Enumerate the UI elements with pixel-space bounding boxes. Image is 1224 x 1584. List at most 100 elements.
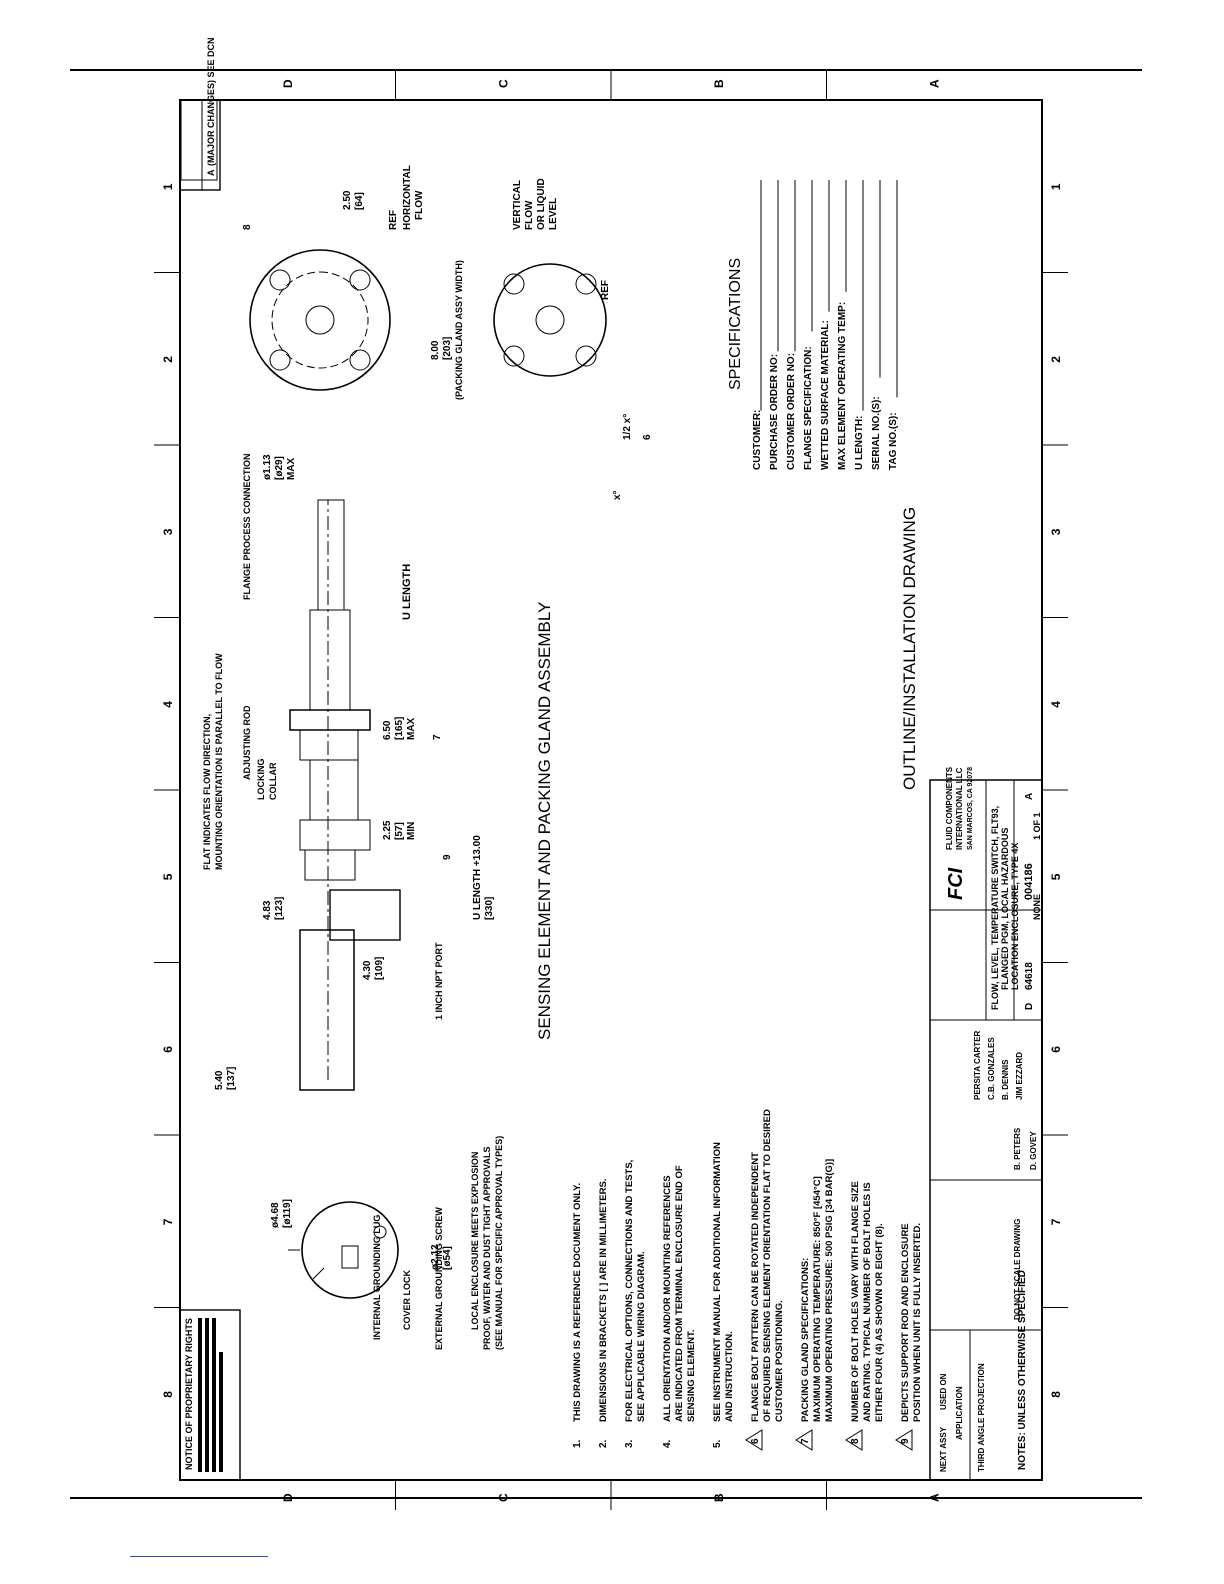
approver-4: JIM EZZARD — [1015, 1052, 1024, 1100]
zone-col-label-bottom: 4 — [1049, 701, 1063, 708]
note-line: DEPICTS SUPPORT ROD AND ENCLOSURE — [900, 1223, 911, 1422]
note-line: PACKING GLAND SPECIFICATIONS: — [800, 1258, 811, 1422]
title-line-1: FLOW, LEVEL, TEMPERATURE SWITCH, FLT93, — [990, 806, 1000, 1010]
note-mark: 4. — [662, 1439, 673, 1448]
zone-col-label-top: 3 — [161, 528, 175, 535]
note-line: EITHER FOUR (4) AS SHOWN OR EIGHT (8). — [874, 1223, 885, 1422]
bottom-rule — [70, 1497, 1142, 1499]
note-line: POSITION WHEN UNIT IS FULLY INSERTED. — [912, 1223, 923, 1422]
dim-483: 4.83 — [262, 900, 273, 920]
flange-ref-vertical: REF — [600, 280, 611, 300]
zone-row-label-right: C — [496, 79, 510, 88]
flange-height: 2.50 — [342, 190, 353, 210]
note-line: ARE INDICATED FROM TERMINAL ENCLOSURE EN… — [674, 1165, 685, 1422]
zone-col-label-top: 8 — [161, 1391, 175, 1398]
dim-650-qualifier: MAX — [406, 717, 417, 740]
note-mark: 6 — [750, 1438, 761, 1444]
zone-col-label-bottom: 3 — [1049, 528, 1063, 535]
angle-half: 1/2 x° — [622, 414, 633, 440]
revision-letter: A — [206, 169, 216, 176]
dwg-revision: A — [1024, 793, 1035, 800]
zone-col-label-bottom: 7 — [1049, 1218, 1063, 1225]
dim-u-plus-mm: [330] — [484, 897, 495, 920]
enclosure-note-3: (SEE MANUAL FOR SPECIFIC APPROVAL TYPES) — [494, 1136, 504, 1350]
application-label: APPLICATION — [955, 1386, 964, 1440]
do-not-scale: DO NOT SCALE DRAWING — [1013, 1219, 1022, 1320]
title-line-3: LOCATION ENCLOSURE, TYPE 4X — [1010, 843, 1020, 990]
flange-ref-horizontal: REF — [388, 210, 399, 230]
flange-height-mm: [64] — [354, 192, 365, 210]
note-flag-triangle — [745, 1429, 763, 1451]
dim-430-mm: [109] — [374, 957, 385, 980]
note-line: THIS DRAWING IS A REFERENCE DOCUMENT ONL… — [572, 1183, 583, 1422]
note-mark: 7 — [800, 1438, 811, 1444]
zone-col-label-bottom: 2 — [1049, 356, 1063, 363]
note-line: SENSING ELEMENT. — [686, 1330, 697, 1422]
note-mark: 1. — [572, 1439, 583, 1448]
assembly-title: SENSING ELEMENT AND PACKING GLAND ASSEMB… — [535, 602, 554, 1040]
enclosure-dia: ø4.68 — [270, 1202, 281, 1228]
zone-col-label-top: 2 — [161, 356, 175, 363]
flange-width-mm: [203] — [442, 337, 453, 360]
flag-6: 6 — [642, 434, 653, 440]
zone-col-label-top: 6 — [161, 1046, 175, 1053]
flow-vertical-3: OR LIQUID — [536, 178, 547, 230]
approver-3: B. DENNIS — [1001, 1059, 1010, 1100]
projection-label: THIRD ANGLE PROJECTION — [977, 1363, 986, 1472]
note-flag-triangle — [845, 1429, 863, 1451]
zone-row-label-left: C — [496, 1493, 510, 1502]
proprietary-notice: NOTICE OF PROPRIETARY RIGHTS — [179, 1309, 241, 1481]
footer-link-underline — [130, 1556, 268, 1557]
note-line: SEE APPLICABLE WIRING DIAGRAM. — [636, 1251, 647, 1422]
dim-540-mm: [137] — [226, 1067, 237, 1090]
note-line: ALL ORIENTATION AND/OR MOUNTING REFERENC… — [662, 1175, 673, 1422]
flow-horizontal-1: HORIZONTAL — [402, 165, 413, 230]
note-mark: 8 — [850, 1438, 861, 1444]
proprietary-title: NOTICE OF PROPRIETARY RIGHTS — [184, 1318, 194, 1470]
company-name-2: INTERNATIONAL LLC — [955, 767, 964, 850]
spec-field-label: SERIAL NO.(S): — [871, 396, 882, 470]
flow-horizontal-2: FLOW — [414, 190, 425, 220]
dim-113: ø1.13 — [262, 454, 273, 480]
flange-view-vertical — [493, 263, 607, 377]
spec-field-label: FLANGE SPECIFICATION: — [803, 346, 814, 470]
enclosure-note-1: LOCAL ENCLOSURE MEETS EXPLOSION — [470, 1152, 480, 1330]
spec-field-label: PURCHASE ORDER NO: — [769, 354, 780, 470]
note-mark: 2. — [598, 1439, 609, 1448]
cage-value: 64618 — [1024, 962, 1035, 990]
flag-8: 8 — [242, 224, 253, 230]
flow-vertical-4: LEVEL — [548, 198, 559, 230]
sheet-value: 1 OF 1 — [1032, 812, 1042, 840]
zone-row-label-right: A — [927, 79, 941, 88]
drawn-by: B. PETERS — [1013, 1127, 1022, 1170]
note-line: AND RATING. TYPICAL NUMBER OF BOLT HOLES… — [862, 1182, 873, 1422]
note-line: AND INSTRUCTION. — [724, 1331, 735, 1422]
company-name-1: FLUID COMPONENTS — [945, 766, 954, 850]
zone-col-label-bottom: 1 — [1049, 183, 1063, 190]
callout-locking-1: LOCKING — [256, 759, 266, 801]
next-assy-label: NEXT ASSY — [939, 1426, 948, 1472]
checked-by: D. GOVEY — [1029, 1131, 1038, 1170]
title-line-2: FLANGED PGM, LOCAL HAZARDOUS — [1000, 828, 1010, 990]
zone-row-label-right: B — [712, 79, 726, 88]
spec-field-label: U LENGTH: — [854, 416, 865, 470]
zone-row-label-left: D — [281, 1493, 295, 1502]
note-line: FLANGE BOLT PATTERN CAN BE ROTATED INDEP… — [750, 1152, 761, 1422]
spec-field-label: TAG NO.(S): — [888, 412, 899, 470]
flag-7: 7 — [432, 734, 443, 740]
zone-col-label-bottom: 5 — [1049, 873, 1063, 880]
revision-row: A (MAJOR CHANGES) SEE DCN — [180, 37, 218, 181]
callout-external-screw: EXTERNAL GROUNDING SCREW — [434, 1207, 444, 1350]
company-logo: FCI — [945, 867, 967, 900]
zone-col-label-top: 5 — [161, 873, 175, 880]
note-line: NUMBER OF BOLT HOLES VARY WITH FLANGE SI… — [850, 1181, 861, 1422]
notes: NOTES: UNLESS OTHERWISE SPECIFIED1.THIS … — [572, 1109, 1028, 1470]
zone-row-label-right: D — [281, 79, 295, 88]
flow-vertical-1: VERTICAL — [512, 180, 523, 230]
dwg-number: 004186 — [1023, 863, 1035, 900]
callout-flat-1: FLAT INDICATES FLOW DIRECTION, — [202, 714, 212, 870]
note-flag-triangle — [795, 1429, 813, 1451]
